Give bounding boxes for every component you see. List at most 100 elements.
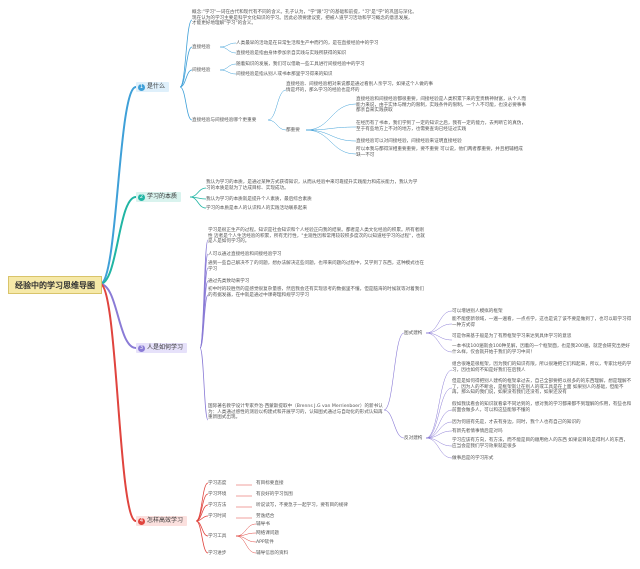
branch3-note: 人可以通过直接经验和间接经验学习 bbox=[208, 252, 282, 257]
connector-line bbox=[425, 310, 453, 334]
connector-line bbox=[199, 294, 209, 349]
connector-line bbox=[305, 129, 357, 155]
branch3-note: 通过先类致动来学习 bbox=[208, 279, 250, 284]
branch1-note: 所以本我与都得深相重要重要，要不重要 可以说，他们两者都重要，并且相辅相成缺一不… bbox=[356, 147, 523, 158]
branch4-note: 有目标要直接 bbox=[256, 481, 284, 486]
connector-line bbox=[219, 69, 237, 75]
branch-node-what-is[interactable]: 1 是什么 bbox=[136, 82, 170, 92]
connector-line bbox=[267, 119, 287, 131]
connector-line bbox=[195, 493, 209, 522]
connector-line bbox=[219, 46, 237, 54]
connector-line bbox=[179, 19, 193, 88]
connector-line bbox=[425, 369, 453, 439]
branch1-item-direct[interactable]: 直接经验 bbox=[192, 45, 211, 50]
connector-line bbox=[199, 267, 209, 349]
connector-line bbox=[425, 323, 453, 334]
branch1-note: 人类最早的活动是在日常生活和生产中而行的，是在直接经验中的学习 bbox=[236, 41, 379, 46]
branch-number-badge: 3 bbox=[138, 344, 145, 352]
connector-line bbox=[199, 347, 209, 421]
connector-line bbox=[219, 63, 237, 71]
connector-line bbox=[99, 283, 137, 522]
connector-line bbox=[267, 89, 287, 121]
branch3-note: 可是你来基于般是为了有原框架学习来达到具体学习的意思 bbox=[452, 334, 572, 339]
branch4-item[interactable]: 学习进步 bbox=[208, 551, 227, 556]
connector-line bbox=[179, 46, 193, 88]
connector-line bbox=[383, 409, 405, 439]
branch1-note: 直接经验、间接经验相对来说都是通过看别人亲学习，如果这个人做的事情是坏的，那么学… bbox=[286, 82, 434, 93]
branch3-group-build[interactable]: 图式建构 bbox=[404, 331, 423, 336]
branch-node-essence[interactable]: 2 学习的本质 bbox=[136, 192, 182, 202]
branch3-note: 通到一些自己解决不了的问题，想办法解决这些问题，也带来问题的过程中，又学到了东西… bbox=[208, 261, 424, 272]
branch4-item[interactable]: 学习工具 bbox=[208, 534, 227, 539]
connector-line bbox=[189, 187, 207, 198]
branch4-item[interactable]: 学习态度 bbox=[208, 481, 227, 486]
branch2-note: 我认为学习的本质就是提升个人素质，最后综合素质 bbox=[206, 197, 312, 202]
branch3-note: 做事后是的学习形式 bbox=[452, 456, 494, 461]
connector-line bbox=[425, 437, 453, 447]
branch4-note: 辅导信息的资料 bbox=[256, 551, 289, 556]
root-node[interactable]: 经验中的学习思维导图 bbox=[8, 276, 102, 294]
connector-line bbox=[179, 69, 193, 88]
branch4-note: 劳逸结合 bbox=[256, 514, 275, 519]
branch3-note: 假如我读看会的知识就看拿不同达到的，想对我的学习都来都不到理解的作用，有些也和前… bbox=[452, 402, 632, 413]
branch-label: 学习的本质 bbox=[147, 193, 178, 200]
connector-line bbox=[235, 535, 257, 554]
branch1-note: 在经历有了书本，我们学到了一定的知识之后，我有一定的能力，去判断它的真伪，至于有… bbox=[356, 121, 526, 132]
branch1-sub-both[interactable]: 都重要 bbox=[286, 128, 300, 133]
branch1-item-indirect[interactable]: 间接经验 bbox=[192, 68, 211, 73]
branch3-note: 初中时的较胜然的是感觉很复杂量感，然后我会还有实现思考的数据里不懂，但是脑海的时… bbox=[208, 287, 424, 298]
connector-line bbox=[99, 86, 137, 285]
branch3-note: 可以增进别人模拟的框架 bbox=[452, 309, 503, 314]
branch1-item-which[interactable]: 直接经验与间接经验哪个更重要 bbox=[192, 118, 257, 123]
branch3-note: 组合很难是很框架，因为我们的知识有限，所以很难把它们和起来，所以，专家比经的学习… bbox=[452, 362, 632, 373]
connector-line bbox=[195, 515, 209, 522]
branch4-note: APP软件 bbox=[256, 540, 274, 545]
branch3-note: 能不能使新领域，一遍一遍看，一点点学，这也是说了该不要是做到了，也可以取学习得一… bbox=[452, 317, 632, 328]
branch3-note: 学习应该有方向，有方法，而不能是目的顺用他人的东西 如果说目的是得利人的东西，应… bbox=[452, 438, 629, 449]
branch1-note: 直接经验和间接经验都很重要，间接经验是人类积累下来的宝贵精神财富，从个人而能力来… bbox=[356, 97, 526, 114]
branch1-note: 随着知识的发展，我们可以借助一些工具进行间接经验中的学习 bbox=[236, 62, 365, 67]
branch4-item[interactable]: 学习方法 bbox=[208, 503, 227, 508]
connector-line bbox=[425, 387, 453, 439]
branch3-note: 一本书读100遍就会100种见解，因着的一个框架面，也是我200遍，就定会研究出… bbox=[452, 344, 630, 355]
branch-number-badge: 4 bbox=[138, 517, 145, 525]
connector-line bbox=[425, 332, 453, 341]
connector-line bbox=[189, 196, 207, 209]
branch-node-efficient[interactable]: 4 怎样高效学习 bbox=[136, 516, 188, 526]
branch1-intro: 概念:"学习"一词在古代和现代有不同的含义。孔子认为，"学"跟"习"的基础和前提… bbox=[192, 10, 417, 27]
branch3-note: 有新先者情事情后是对吗 bbox=[452, 429, 503, 434]
branch2-note: 学习的本质是本人的认识和人的实践活动联系起来 bbox=[206, 206, 308, 211]
branch3-note: 但是是如何得把别人建构的框架拿过去，自己全部要把以很多的的东西理解，想是理解不了… bbox=[452, 379, 632, 396]
branch3-people: 国际著名教学设计专家乔治·西蒙斯提取中（Brenns J.G van Merri… bbox=[208, 404, 383, 421]
branch1-note: 直接经验是指由身体参加亲自实践与实践所获得的知识 bbox=[236, 51, 347, 56]
connector-line bbox=[195, 520, 209, 554]
connector-line bbox=[425, 430, 453, 439]
branch-number-badge: 2 bbox=[138, 193, 145, 201]
branch4-item[interactable]: 学习环境 bbox=[208, 492, 227, 497]
branch4-note: 有良好的学习氛围 bbox=[256, 492, 293, 497]
branch4-note: 辅导书 bbox=[256, 522, 270, 527]
branch-number-badge: 1 bbox=[138, 83, 145, 91]
branch4-item[interactable]: 学习时间 bbox=[208, 514, 227, 519]
branch-node-how-learn[interactable]: 3 人是如何学习 bbox=[136, 343, 188, 353]
branch1-note: 间接经验是指从别人或书本那里学习得来的知识 bbox=[236, 72, 333, 77]
branch2-note: 我认为学习的本质，是通过某种方式获得知识，从而从经验中来可靠提升实践能力和成长能… bbox=[206, 180, 418, 191]
branch4-note: 听说读写，不要急于一起学习，要有目的规律 bbox=[256, 503, 348, 508]
branch1-note: 直接经验可以对间接经验，间接经验来证明直接经验 bbox=[356, 139, 462, 144]
connector-line bbox=[179, 86, 193, 121]
connector-line bbox=[235, 523, 257, 537]
branch3-note: 因为何道有先是，才去有身边，同时，我个人也有自己的知识的 bbox=[452, 420, 581, 425]
branch-label: 是什么 bbox=[147, 83, 166, 90]
connector-line bbox=[425, 409, 453, 439]
connector-line bbox=[425, 421, 453, 439]
branch3-group-oppose[interactable]: 反对建构 bbox=[404, 436, 423, 441]
branch-label: 怎样高效学习 bbox=[147, 517, 184, 524]
branch-label: 人是如何学习 bbox=[147, 344, 184, 351]
connector-line bbox=[195, 482, 209, 522]
connector-line bbox=[219, 42, 237, 48]
connector-line bbox=[235, 535, 257, 543]
connector-line bbox=[305, 126, 357, 131]
connector-line bbox=[425, 332, 453, 353]
connector-line bbox=[305, 103, 357, 131]
